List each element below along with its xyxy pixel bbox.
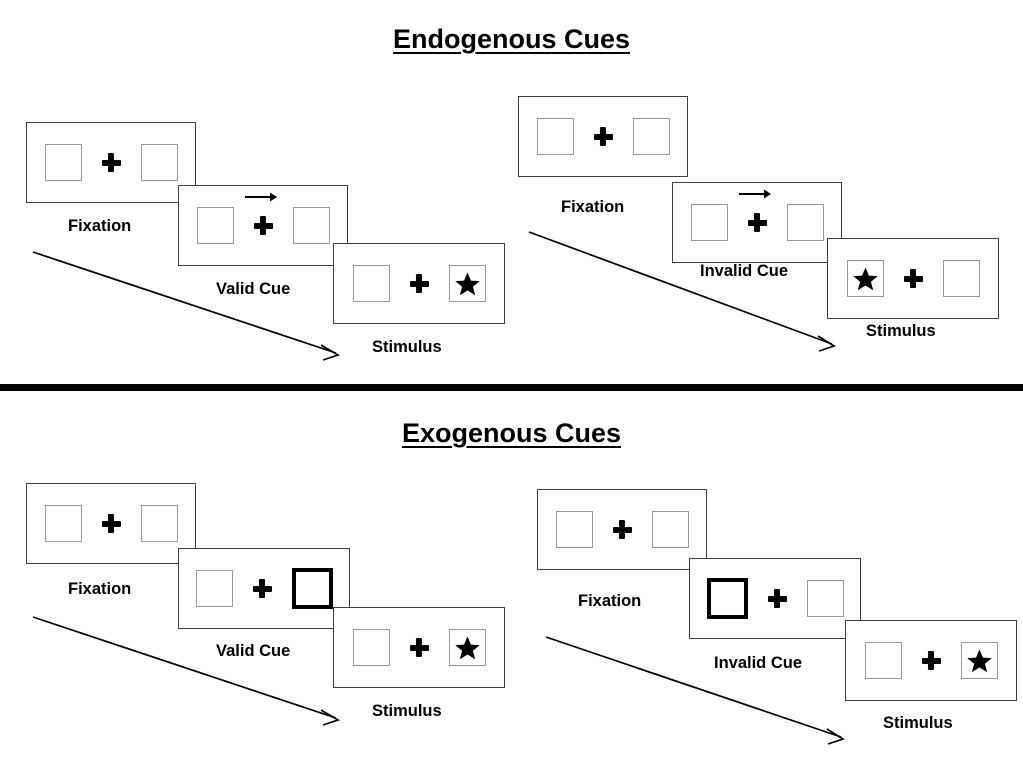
left-placeholder-box <box>196 207 234 244</box>
right-placeholder-box <box>786 204 824 241</box>
panel-endogenous-invalid-stimulus <box>827 238 999 319</box>
section-title-exogenous: Exogenous Cues <box>401 418 622 448</box>
right-placeholder-box <box>140 505 178 542</box>
caption-exogenous-valid-cue: Valid Cue <box>216 642 291 660</box>
fixation-plus-icon <box>594 127 613 146</box>
caption-exogenous-invalid-stimulus: Stimulus <box>883 714 953 732</box>
fixation-plus-icon <box>768 589 787 608</box>
caption-endogenous-valid-stimulus: Stimulus <box>372 338 442 356</box>
time-flow-arrow-exogenous-invalid <box>545 636 858 749</box>
fixation-plus-icon <box>922 651 941 670</box>
left-placeholder-box <box>195 570 233 607</box>
caption-exogenous-valid-fixation: Fixation <box>68 580 132 598</box>
panel-exogenous-valid-cue <box>178 548 350 629</box>
caption-exogenous-invalid-cue: Invalid Cue <box>714 654 803 672</box>
panel-exogenous-invalid-cue <box>689 558 861 639</box>
section-divider <box>0 384 1023 391</box>
section-title-endogenous: Endogenous Cues <box>392 24 630 54</box>
right-placeholder-box <box>806 580 844 617</box>
right-placeholder-box <box>942 260 980 297</box>
left-placeholder-box <box>352 629 390 666</box>
panel-endogenous-invalid-cue <box>672 182 842 263</box>
panel-endogenous-valid-stimulus <box>333 243 505 324</box>
right-target-box-with-star <box>960 642 998 679</box>
star-icon <box>454 636 480 659</box>
right-placeholder-box <box>140 144 178 181</box>
fixation-plus-icon <box>613 520 632 539</box>
fixation-plus-icon <box>410 274 429 293</box>
left-placeholder-box <box>864 642 902 679</box>
fixation-plus-icon <box>102 514 121 533</box>
left-target-box-with-star <box>846 260 884 297</box>
fixation-plus-icon <box>254 216 273 235</box>
caption-endogenous-valid-fixation: Fixation <box>68 217 132 235</box>
time-flow-arrow-exogenous-valid <box>32 616 345 729</box>
panel-exogenous-invalid-fixation <box>537 489 707 570</box>
arrow-right-cue-icon <box>244 190 278 202</box>
caption-endogenous-invalid-cue: Invalid Cue <box>700 262 789 280</box>
left-placeholder-box <box>44 505 82 542</box>
time-flow-arrow-endogenous-valid <box>32 251 345 364</box>
left-peripheral-cue-box <box>706 578 748 619</box>
caption-exogenous-valid-stimulus: Stimulus <box>372 702 442 720</box>
panel-exogenous-invalid-stimulus <box>845 620 1017 701</box>
caption-exogenous-invalid-fixation: Fixation <box>578 592 642 610</box>
panel-exogenous-valid-stimulus <box>333 607 505 688</box>
panel-exogenous-valid-fixation <box>26 483 196 564</box>
fixation-plus-icon <box>748 213 767 232</box>
arrow-right-cue-icon <box>738 187 772 199</box>
left-placeholder-box <box>536 118 574 155</box>
right-target-box-with-star <box>448 265 486 302</box>
fixation-plus-icon <box>102 153 121 172</box>
right-target-box-with-star <box>448 629 486 666</box>
star-icon <box>852 267 878 290</box>
caption-endogenous-invalid-stimulus: Stimulus <box>866 322 936 340</box>
caption-endogenous-invalid-fixation: Fixation <box>561 198 625 216</box>
panel-endogenous-valid-cue <box>178 185 348 266</box>
left-placeholder-box <box>555 511 593 548</box>
caption-endogenous-valid-cue: Valid Cue <box>216 280 291 298</box>
panel-endogenous-valid-fixation <box>26 122 196 203</box>
left-placeholder-box <box>352 265 390 302</box>
fixation-plus-icon <box>253 579 272 598</box>
left-placeholder-box <box>44 144 82 181</box>
right-placeholder-box <box>632 118 670 155</box>
panel-endogenous-invalid-fixation <box>518 96 688 177</box>
fixation-plus-icon <box>410 638 429 657</box>
fixation-plus-icon <box>904 269 923 288</box>
right-peripheral-cue-box <box>291 568 333 609</box>
left-placeholder-box <box>690 204 728 241</box>
right-placeholder-box <box>292 207 330 244</box>
right-placeholder-box <box>651 511 689 548</box>
star-icon <box>454 272 480 295</box>
star-icon <box>966 649 992 672</box>
